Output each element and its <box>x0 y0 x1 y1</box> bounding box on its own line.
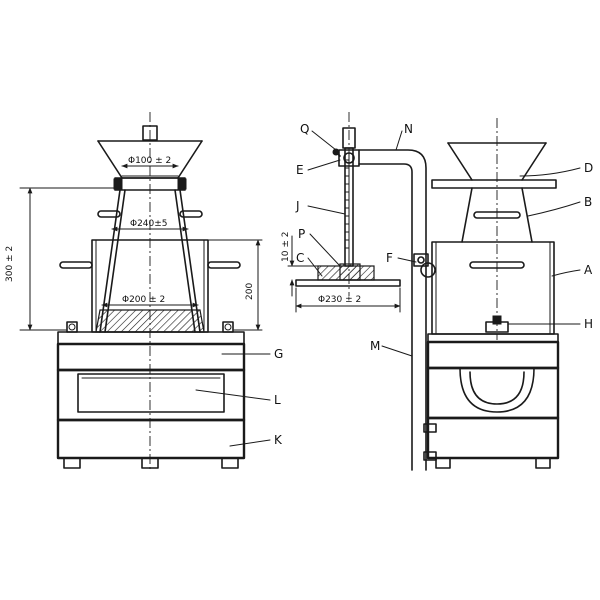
label-b: B <box>584 195 592 209</box>
label-m: M <box>370 339 380 353</box>
inner-cone <box>99 189 201 333</box>
left-front-view: Φ100 ± 2 Φ240±5 Φ200 ± 2 300 ± 2 200 <box>5 112 283 470</box>
clamp-f <box>413 253 436 278</box>
right-side-view: Φ230 ± 2 10 ± 2 Q N E J P C F M <box>281 112 593 471</box>
dim-top-diameter-text: Φ100 ± 2 <box>128 156 171 166</box>
labels-right: Q N E J P C F M D B A H <box>295 122 593 357</box>
bottom-block-k <box>56 418 246 469</box>
bolt-h <box>485 315 509 333</box>
collar-ring <box>113 175 187 191</box>
label-g: G <box>274 347 283 361</box>
label-f: F <box>386 251 393 265</box>
rod-scale-ticks <box>344 159 350 249</box>
dim-plate-diameter: Φ230 ± 2 <box>295 287 401 313</box>
label-j: J <box>295 199 300 213</box>
dim-middle-diameter-text: Φ240±5 <box>130 219 168 229</box>
label-p: P <box>298 227 305 241</box>
label-q: Q <box>300 122 309 136</box>
dim-gap: 10 ± 2 <box>281 232 319 297</box>
label-a: A <box>584 263 593 277</box>
base-block-g <box>56 331 246 372</box>
dim-overall-height-text: 300 ± 2 <box>5 246 15 282</box>
dim-overall-height: 300 ± 2 <box>5 187 121 331</box>
label-h: H <box>584 317 593 331</box>
right-base <box>423 333 560 469</box>
label-e: E <box>296 163 304 177</box>
dim-middle-diameter: Φ240±5 <box>111 219 189 232</box>
label-c: C <box>296 251 304 265</box>
middle-block-l <box>56 368 246 422</box>
cone-b <box>461 187 533 243</box>
label-n: N <box>404 122 413 136</box>
label-l: L <box>274 393 281 407</box>
labels-left: G L K <box>195 347 283 447</box>
arm-n <box>358 149 427 471</box>
dim-cone-height-text: 200 <box>245 283 255 300</box>
clamp-e <box>332 148 360 167</box>
dim-gap-text: 10 ± 2 <box>281 232 291 262</box>
label-d: D <box>584 161 593 175</box>
dim-bottom-diameter: Φ200 ± 2 <box>101 295 199 308</box>
dim-top-diameter: Φ100 ± 2 <box>121 156 179 169</box>
plate-c <box>295 112 401 296</box>
cone-base-ring <box>95 309 205 333</box>
label-k: K <box>274 433 283 447</box>
funnel-d <box>431 118 557 340</box>
dim-cone-height: 200 <box>207 239 263 331</box>
dim-bottom-diameter-text: Φ200 ± 2 <box>122 295 165 305</box>
dim-plate-diameter-text: Φ230 ± 2 <box>318 295 361 305</box>
